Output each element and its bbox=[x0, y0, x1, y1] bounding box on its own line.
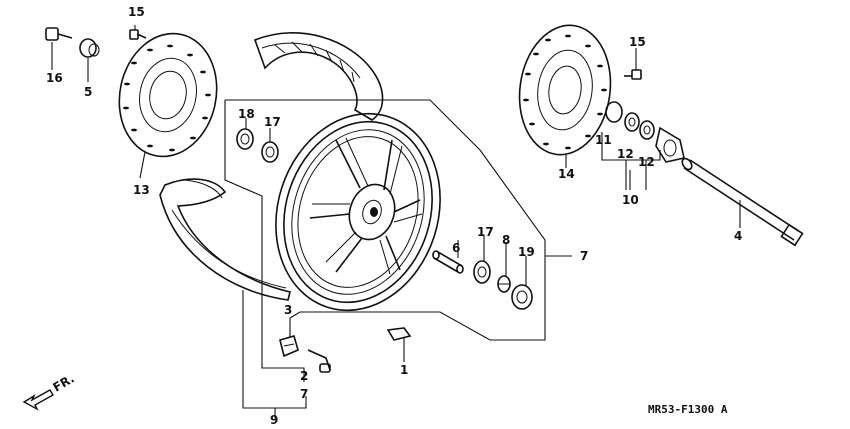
bolt-15-right bbox=[624, 69, 642, 80]
callout-7-bottom: 7 bbox=[300, 387, 308, 401]
bearing-17-right bbox=[473, 260, 491, 284]
callout-6: 6 bbox=[452, 241, 460, 255]
callout-12-b: 12 bbox=[638, 155, 655, 169]
oil-seal-12a bbox=[624, 112, 640, 132]
callout-8: 8 bbox=[502, 233, 510, 247]
speedometer-gearbox bbox=[655, 126, 685, 163]
callout-9: 9 bbox=[270, 413, 278, 427]
front-wheel bbox=[275, 112, 441, 312]
callout-17-left: 17 bbox=[264, 115, 281, 129]
oil-seal-12b bbox=[639, 120, 655, 140]
callout-18: 18 bbox=[238, 107, 255, 121]
callout-11: 11 bbox=[595, 133, 612, 147]
front-fender bbox=[159, 178, 291, 301]
cable-2 bbox=[307, 349, 331, 373]
callout-10: 10 bbox=[622, 193, 639, 207]
bearing-18 bbox=[236, 128, 254, 150]
callout-2: 2 bbox=[300, 369, 308, 383]
dust-seal-17-left bbox=[261, 141, 279, 163]
callout-14: 14 bbox=[558, 167, 575, 181]
callout-12-a: 12 bbox=[617, 147, 634, 161]
tire bbox=[253, 32, 384, 121]
brake-disc-right bbox=[518, 24, 612, 156]
bolt-16 bbox=[45, 27, 73, 41]
axle bbox=[681, 157, 804, 247]
callout-16: 16 bbox=[46, 71, 63, 85]
leader-lines bbox=[51, 25, 741, 418]
distance-collar-6 bbox=[432, 250, 464, 274]
callout-13: 13 bbox=[133, 183, 150, 197]
bearing-19 bbox=[511, 284, 533, 310]
direction-arrow: FR. bbox=[22, 371, 77, 411]
bolt-15-left bbox=[129, 29, 147, 40]
callout-15-left: 15 bbox=[128, 5, 145, 19]
clip-1 bbox=[386, 327, 412, 341]
retainer-8 bbox=[497, 275, 511, 293]
callouts: 16 5 15 13 18 17 15 11 12 12 10 14 4 6 1… bbox=[46, 5, 742, 427]
direction-label: FR. bbox=[51, 371, 77, 394]
brake-disc-left bbox=[118, 32, 218, 158]
callout-19: 19 bbox=[518, 245, 535, 259]
sensor-3 bbox=[279, 335, 299, 358]
callout-1: 1 bbox=[400, 363, 408, 377]
diagram-code: MR53-F1300 A bbox=[648, 403, 728, 416]
callout-3: 3 bbox=[284, 303, 292, 317]
callout-4: 4 bbox=[734, 229, 742, 243]
collar-5 bbox=[79, 38, 100, 58]
axle-side-parts bbox=[605, 101, 685, 163]
callout-15-right: 15 bbox=[629, 35, 646, 49]
callout-7-right: 7 bbox=[580, 249, 588, 263]
callout-17-right: 17 bbox=[477, 225, 494, 239]
collar-11 bbox=[605, 101, 623, 123]
callout-5: 5 bbox=[84, 85, 92, 99]
